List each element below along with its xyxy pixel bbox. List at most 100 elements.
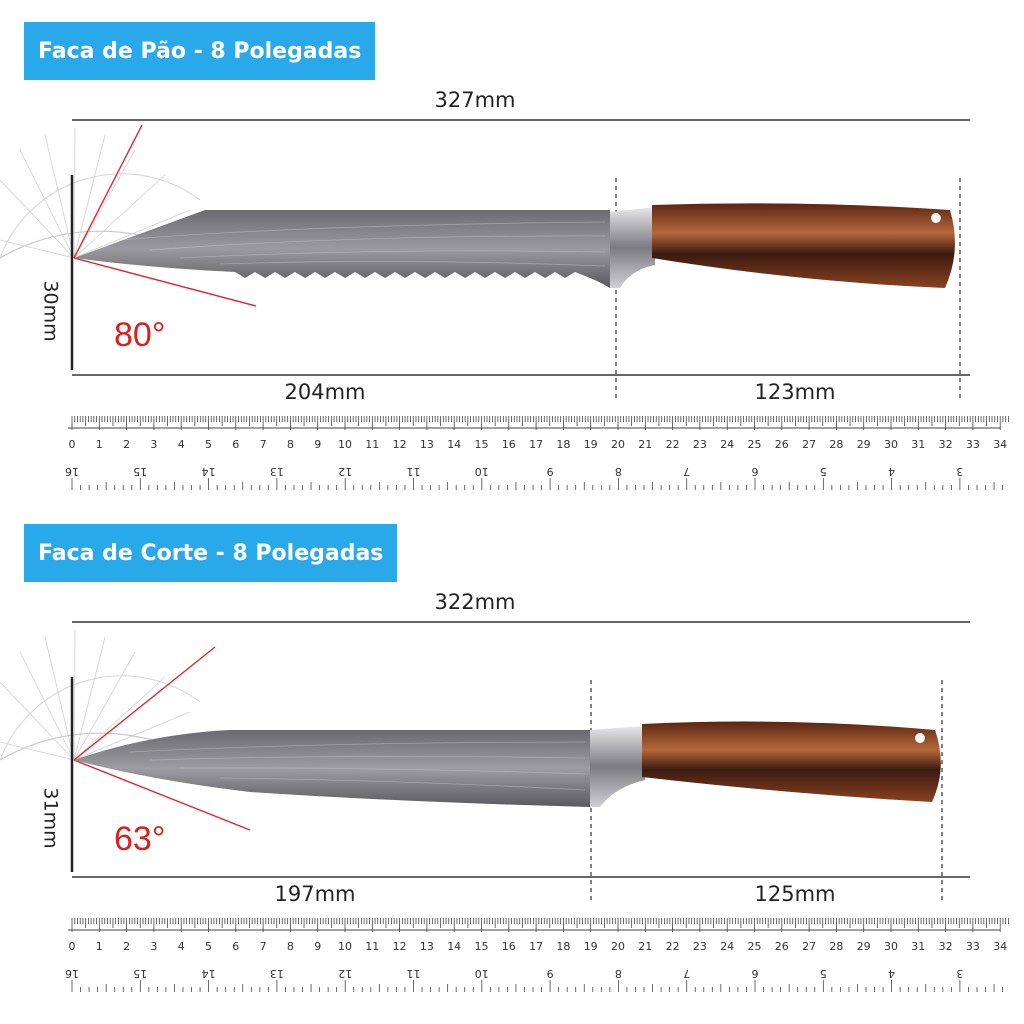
handle-hole <box>915 733 925 743</box>
ruler-inch-label: 4 <box>888 967 895 980</box>
ruler-inch-label: 9 <box>547 465 554 478</box>
handle-length-label: 123mm <box>754 380 836 404</box>
ruler-cm-label: 15 <box>475 438 489 451</box>
ruler-cm-label: 34 <box>993 438 1007 451</box>
ruler-cm-label: 17 <box>529 438 543 451</box>
wooden-handle <box>652 203 955 288</box>
ruler-cm-label: 6 <box>232 438 239 451</box>
ruler-cm-label: 1 <box>96 438 103 451</box>
ruler-cm-label: 27 <box>802 438 816 451</box>
ruler-inch-label: 14 <box>202 967 216 980</box>
ruler-cm-label: 22 <box>666 940 680 953</box>
ruler-cm-label: 31 <box>911 438 925 451</box>
ruler-inch-label: 14 <box>202 465 216 478</box>
ruler-inch-label: 4 <box>888 465 895 478</box>
ruler-inch-label: 3 <box>956 465 963 478</box>
ruler-cm-label: 33 <box>966 438 980 451</box>
bolster <box>610 207 655 288</box>
ruler-inch-label: 10 <box>475 967 489 980</box>
ruler-inch-label: 13 <box>270 465 284 478</box>
ruler-inch-label: 9 <box>547 967 554 980</box>
ruler-cm-label: 32 <box>939 438 953 451</box>
ruler-cm-label: 34 <box>993 940 1007 953</box>
knife-section-bread: Faca de Pão - 8 Polegadas 327mm 204mm 12… <box>0 22 1009 490</box>
ruler-cm-label: 7 <box>260 438 267 451</box>
ruler-cm-label: 12 <box>393 438 407 451</box>
ruler-inch-label: 16 <box>65 465 79 478</box>
ruler-cm-label: 23 <box>693 940 707 953</box>
ruler-cm-label: 22 <box>666 438 680 451</box>
ruler-cm-label: 16 <box>502 940 516 953</box>
ruler-cm-label: 3 <box>150 940 157 953</box>
ruler-cm-label: 14 <box>447 438 461 451</box>
handle-length-label: 125mm <box>754 882 836 906</box>
blade-length-label: 197mm <box>274 882 356 906</box>
ruler-cm-label: 29 <box>857 940 871 953</box>
ruler-cm-label: 33 <box>966 940 980 953</box>
ruler-cm-label: 8 <box>287 438 294 451</box>
ruler-inch-label: 8 <box>615 465 622 478</box>
total-length-label: 322mm <box>434 590 516 614</box>
ruler-cm-label: 2 <box>123 438 130 451</box>
ruler-inch-label: 11 <box>407 465 421 478</box>
ruler-cm-label: 30 <box>884 940 898 953</box>
knife-section-carving: Faca de Corte - 8 Polegadas 322mm 197mm … <box>0 502 1024 1014</box>
ruler-cm-label: 15 <box>475 940 489 953</box>
ruler-cm-label: 4 <box>178 940 185 953</box>
ruler-cm-label: 20 <box>611 940 625 953</box>
ruler-cm-label: 19 <box>584 438 598 451</box>
ruler-inch-label: 6 <box>752 465 759 478</box>
protractor-icon <box>0 629 201 761</box>
protractor-icon <box>0 127 201 259</box>
ruler-cm-label: 27 <box>802 940 816 953</box>
ruler-cm-label: 21 <box>638 940 652 953</box>
knife-title-badge: Faca de Corte - 8 Polegadas <box>24 524 398 582</box>
ruler-cm-label: 5 <box>205 438 212 451</box>
edge-angle-label: 63° <box>114 820 166 858</box>
ruler-cm-label: 7 <box>260 940 267 953</box>
ruler-cm-label: 14 <box>447 940 461 953</box>
ruler-cm-label: 0 <box>69 438 76 451</box>
ruler-cm-label: 0 <box>69 940 76 953</box>
ruler-cm-label: 19 <box>584 940 598 953</box>
bolster <box>590 726 645 807</box>
ruler-inch-label: 6 <box>752 967 759 980</box>
ruler-cm-label: 30 <box>884 438 898 451</box>
edge-angle-label: 80° <box>114 316 166 354</box>
ruler-inch-label: 15 <box>133 465 147 478</box>
angle-line-upper <box>73 646 216 761</box>
ruler-inch-label: 7 <box>683 465 690 478</box>
ruler-cm-label: 6 <box>232 940 239 953</box>
ruler-inch-label: 5 <box>820 967 827 980</box>
ruler-inch-label: 10 <box>475 465 489 478</box>
ruler-cm-label: 25 <box>748 438 762 451</box>
angle-line-upper <box>73 124 143 259</box>
ruler-inch-label: 16 <box>65 967 79 980</box>
ruler-cm-label: 10 <box>338 438 352 451</box>
ruler-cm-label: 20 <box>611 438 625 451</box>
ruler-inch-label: 12 <box>338 967 352 980</box>
knife-title-badge: Faca de Pão - 8 Polegadas <box>24 22 376 80</box>
angle-line-lower <box>73 257 257 307</box>
ruler-inch-label: 12 <box>338 465 352 478</box>
total-length-label: 327mm <box>434 88 516 112</box>
ruler-cm-label: 5 <box>205 940 212 953</box>
ruler-cm-label: 26 <box>775 940 789 953</box>
ruler-cm-label: 4 <box>178 438 185 451</box>
ruler-cm-label: 8 <box>287 940 294 953</box>
ruler-inch-label: 11 <box>407 967 421 980</box>
ruler-cm-label: 28 <box>829 438 843 451</box>
ruler-cm-label: 26 <box>775 438 789 451</box>
ruler-cm-label: 21 <box>638 438 652 451</box>
ruler-cm-label: 1 <box>96 940 103 953</box>
ruler-cm-label: 2 <box>123 940 130 953</box>
ruler-cm-label: 17 <box>529 940 543 953</box>
ruler-inch-label: 15 <box>133 967 147 980</box>
ruler-inch-label: 5 <box>820 465 827 478</box>
ruler-cm-label: 31 <box>911 940 925 953</box>
ruler-inch-label: 7 <box>683 967 690 980</box>
